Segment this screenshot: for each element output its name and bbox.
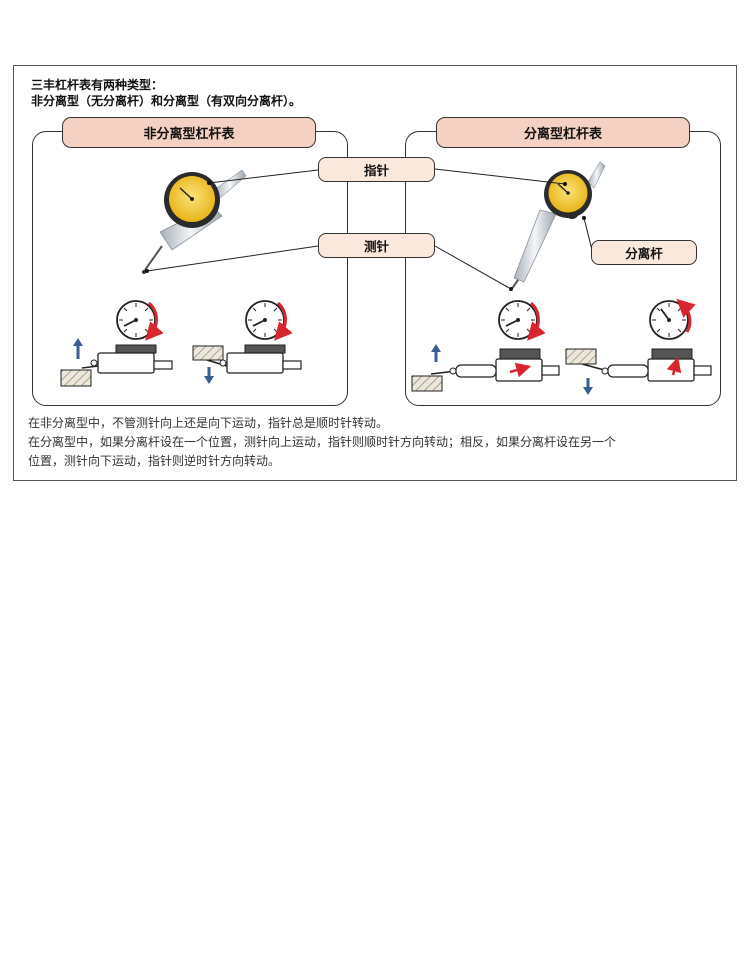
intro-line-1: 三丰杠杆表有两种类型： xyxy=(31,78,164,92)
title-separating: 分离型杠杆表 xyxy=(436,117,690,148)
side-indicator-left-2 xyxy=(192,344,302,384)
intro-line-2: 非分离型（无分离杆）和分离型（有双向分离杆）。 xyxy=(31,94,302,108)
dial-left-1 xyxy=(116,300,164,341)
dial-right-1 xyxy=(498,300,546,341)
side-indicator-right-2 xyxy=(565,348,712,395)
note-line-3: 位置，测针向下运动，指针则逆时针方向转动。 xyxy=(28,454,281,468)
explanation-notes: 在非分离型中，不管测针向上还是向下运动，指针总是顺时针转动。 在分离型中，如果分… xyxy=(28,414,728,471)
indicator-photo-right xyxy=(510,161,606,291)
dial-right-2 xyxy=(649,298,696,340)
title-non-separating: 非分离型杠杆表 xyxy=(62,117,316,148)
note-line-1: 在非分离型中，不管测针向上还是向下运动，指针总是顺时针转动。 xyxy=(28,416,389,430)
intro-text: 三丰杠杆表有两种类型： 非分离型（无分离杆）和分离型（有双向分离杆）。 xyxy=(31,77,301,109)
callout-stylus: 测针 xyxy=(318,233,435,258)
content-frame xyxy=(13,65,737,481)
side-indicator-left-1 xyxy=(60,338,173,387)
callout-separator-lever: 分离杆 xyxy=(591,240,697,265)
dial-left-2 xyxy=(245,300,293,341)
callout-pointer: 指针 xyxy=(318,157,435,182)
indicator-photo-left xyxy=(142,169,247,274)
note-line-2: 在分离型中，如果分离杆设在一个位置，测针向上运动，指针则顺时针方向转动；相反，如… xyxy=(28,435,617,449)
leader-lines xyxy=(146,168,593,290)
side-indicator-right-1 xyxy=(411,344,560,392)
